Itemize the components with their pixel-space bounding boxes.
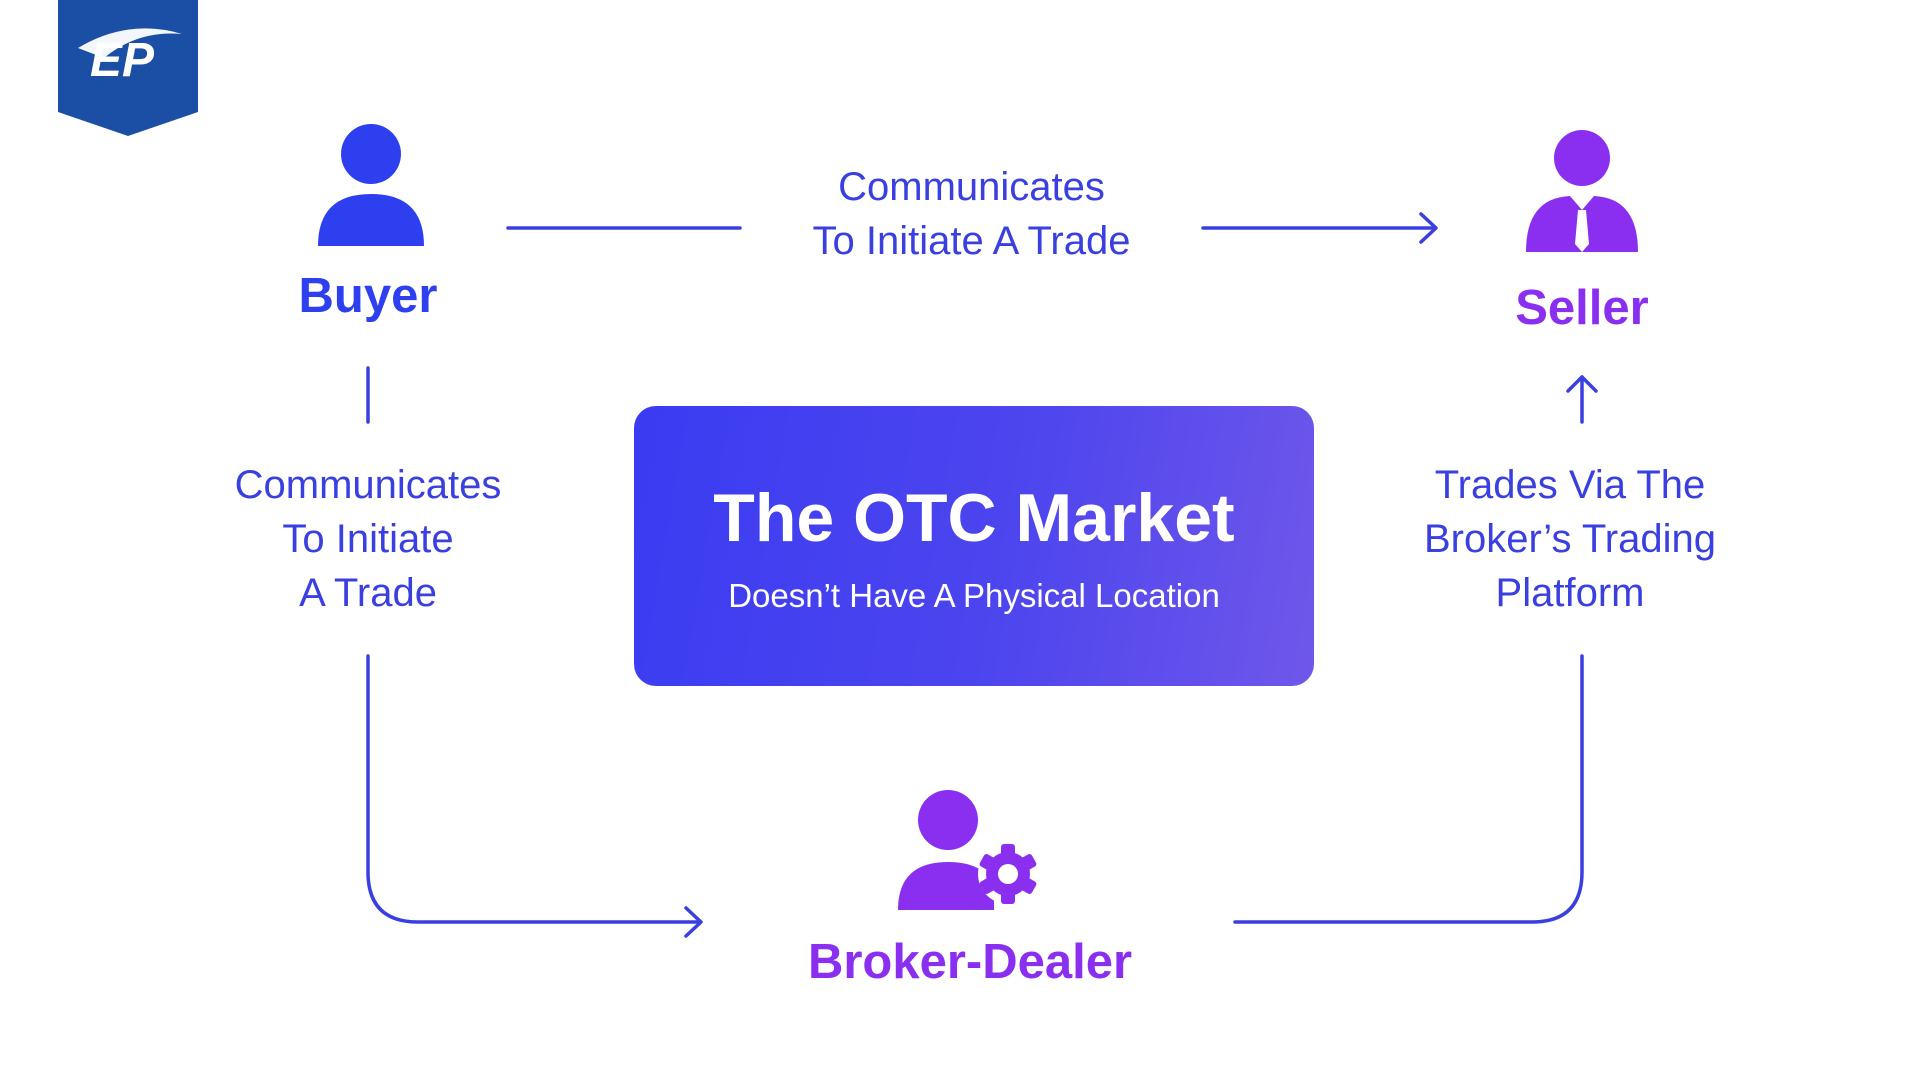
otc-market-box: The OTC Market Doesn’t Have A Physical L…: [634, 406, 1314, 686]
otc-market-title: The OTC Market: [713, 480, 1235, 556]
person-gear-icon: [898, 790, 1038, 910]
edge-label-buyer-broker: Communicates To Initiate A Trade: [190, 458, 546, 620]
arrowhead-to-broker: [684, 906, 703, 938]
buyer-label: Buyer: [298, 269, 438, 323]
edge-label-line: Communicates: [234, 463, 502, 507]
edge-label-line: Trades Via The: [1434, 463, 1706, 507]
edge-label-buyer-seller: Communicates To Initiate A Trade: [740, 160, 1203, 268]
person-icon: [318, 124, 424, 246]
edge-label-line: Platform: [1495, 571, 1645, 615]
arrowhead-to-seller-up: [1566, 375, 1598, 393]
edge-label-broker-seller: Trades Via The Broker’s Trading Platform: [1392, 458, 1748, 620]
broker-dealer-label: Broker-Dealer: [807, 935, 1133, 989]
edge-label-line: To Initiate: [282, 517, 454, 561]
edge-label-line: Broker’s Trading: [1424, 517, 1716, 561]
otc-market-subtitle: Doesn’t Have A Physical Location: [728, 577, 1220, 614]
edge-label-line: Communicates: [838, 165, 1105, 209]
edge-label-line: A Trade: [299, 571, 437, 615]
arrowhead-to-seller: [1419, 212, 1438, 244]
logo-badge: EP: [58, 0, 198, 136]
edge-label-line: To Initiate A Trade: [812, 219, 1131, 263]
logo-text: EP: [90, 34, 155, 87]
seller-label: Seller: [1515, 281, 1649, 335]
connector-broker-seller-bottom: [1233, 654, 1584, 924]
connector-buyer-broker-bottom: [366, 654, 702, 924]
businessman-tie-icon: [1526, 130, 1638, 252]
